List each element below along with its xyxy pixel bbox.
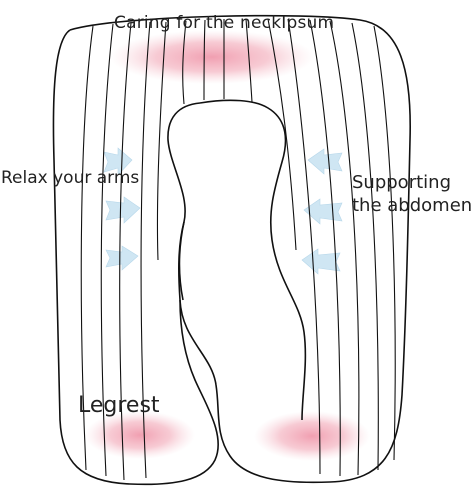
- abdomen-label: Supporting the abdomen: [352, 172, 472, 217]
- leg-pressure-zone-left: [85, 411, 195, 459]
- arrow-icon: [105, 245, 139, 271]
- arm-arrows-left: [103, 147, 141, 271]
- neck-label: Caring for the neckIpsum: [114, 13, 335, 33]
- abdomen-arrows-right: [301, 148, 343, 275]
- arrow-icon: [301, 248, 341, 275]
- arrow-icon: [105, 196, 141, 224]
- arrow-icon: [103, 147, 133, 176]
- leg-label: Legrest: [78, 393, 160, 418]
- abdomen-label-line1: Supporting: [352, 172, 451, 193]
- arms-label: Relax your arms: [1, 168, 140, 188]
- pillow-stripes: [80, 18, 396, 481]
- neck-pressure-zone: [110, 30, 314, 84]
- arrow-icon: [307, 148, 343, 175]
- leg-pressure-zone-right: [254, 411, 370, 461]
- abdomen-label-line2: the abdomen: [352, 194, 473, 216]
- pillow-outline: [52, 14, 412, 486]
